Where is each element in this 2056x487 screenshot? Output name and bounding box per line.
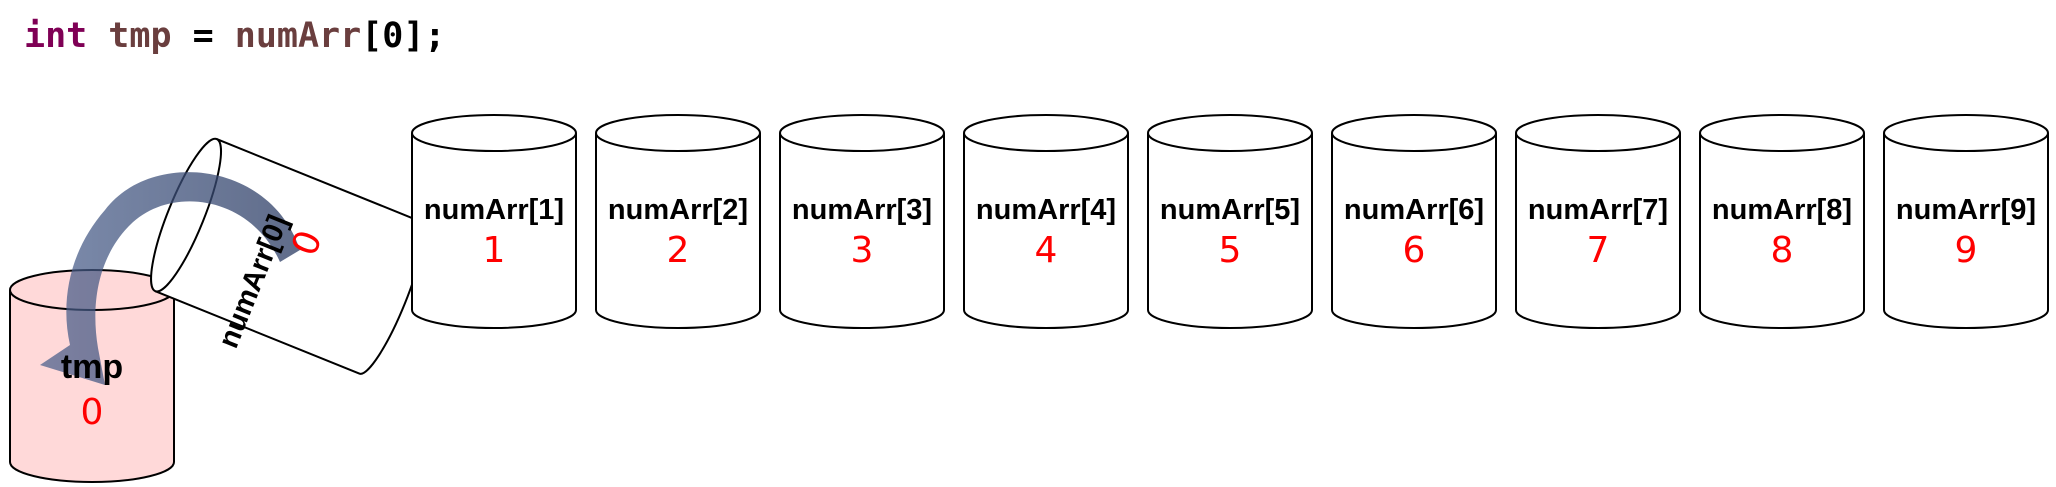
code-variable-name: tmp (108, 16, 172, 56)
array-cell-value: 8 (1771, 230, 1794, 271)
array-cell-top (1147, 114, 1313, 152)
array-cell-3: numArr[3] 3 (779, 114, 945, 329)
array-cell-9: numArr[9] 9 (1883, 114, 2049, 329)
array-cell-label: numArr[4] (976, 194, 1116, 226)
array-cell-value: 9 (1955, 230, 1978, 271)
array-cell-label: numArr[2] (608, 194, 748, 226)
array-cell-2: numArr[2] 2 (595, 114, 761, 329)
array-cell-top (779, 114, 945, 152)
array-cell-label: numArr[1] (424, 194, 564, 226)
tmp-value: 0 (81, 392, 104, 433)
code-index-expression: [0]; (361, 16, 446, 56)
code-line: int tmp = numArr[0]; (24, 10, 445, 62)
array-cell-body (595, 133, 761, 329)
array-cells: numArr[1] 1 numArr[2] 2 numArr[3] 3 numArr[4] 4… (411, 114, 2049, 329)
array-cell-label: numArr[7] (1528, 194, 1668, 226)
array-cell-8: numArr[8] 8 (1699, 114, 1865, 329)
array-cell-body (1699, 133, 1865, 329)
array-cell-body (411, 133, 577, 329)
array-cell-value: 5 (1219, 230, 1242, 271)
array-cell-top (595, 114, 761, 152)
array-cell-value: 6 (1403, 230, 1426, 271)
array-cell-label: numArr[5] (1160, 194, 1300, 226)
array-cell-body (1147, 133, 1313, 329)
array-cell-top (411, 114, 577, 152)
array-cell-top (1883, 114, 2049, 152)
array-cell-label: numArr[6] (1344, 194, 1484, 226)
array-cell-body (1883, 133, 2049, 329)
array-cell-value: 2 (667, 230, 690, 271)
tmp-label: tmp (61, 348, 123, 386)
array-cell-label: numArr[9] (1896, 194, 2036, 226)
array-cell-6: numArr[6] 6 (1331, 114, 1497, 329)
array-cell-label: numArr[3] (792, 194, 932, 226)
array-cell-7: numArr[7] 7 (1515, 114, 1681, 329)
array-cell-body (1515, 133, 1681, 329)
array-cell-value: 1 (483, 230, 506, 271)
array-cell-top (1515, 114, 1681, 152)
array-cell-body (1331, 133, 1497, 329)
array-cell-body (963, 133, 1129, 329)
array-cell-1: numArr[1] 1 (411, 114, 577, 329)
array-cell-value: 7 (1587, 230, 1610, 271)
array-cell-label: numArr[8] (1712, 194, 1852, 226)
array-cell-top (1699, 114, 1865, 152)
array-cell-top (963, 114, 1129, 152)
code-operator: = (192, 16, 214, 56)
array-cell-body (779, 133, 945, 329)
array-cell-value: 4 (1035, 230, 1058, 271)
pour-arrow (40, 172, 300, 385)
code-array-name: numArr (234, 16, 362, 56)
array-cell-4: numArr[4] 4 (963, 114, 1129, 329)
array-cell-top (1331, 114, 1497, 152)
array-cell-5: numArr[5] 5 (1147, 114, 1313, 329)
array-cell-value: 3 (851, 230, 874, 271)
code-type-keyword: int (24, 16, 88, 56)
